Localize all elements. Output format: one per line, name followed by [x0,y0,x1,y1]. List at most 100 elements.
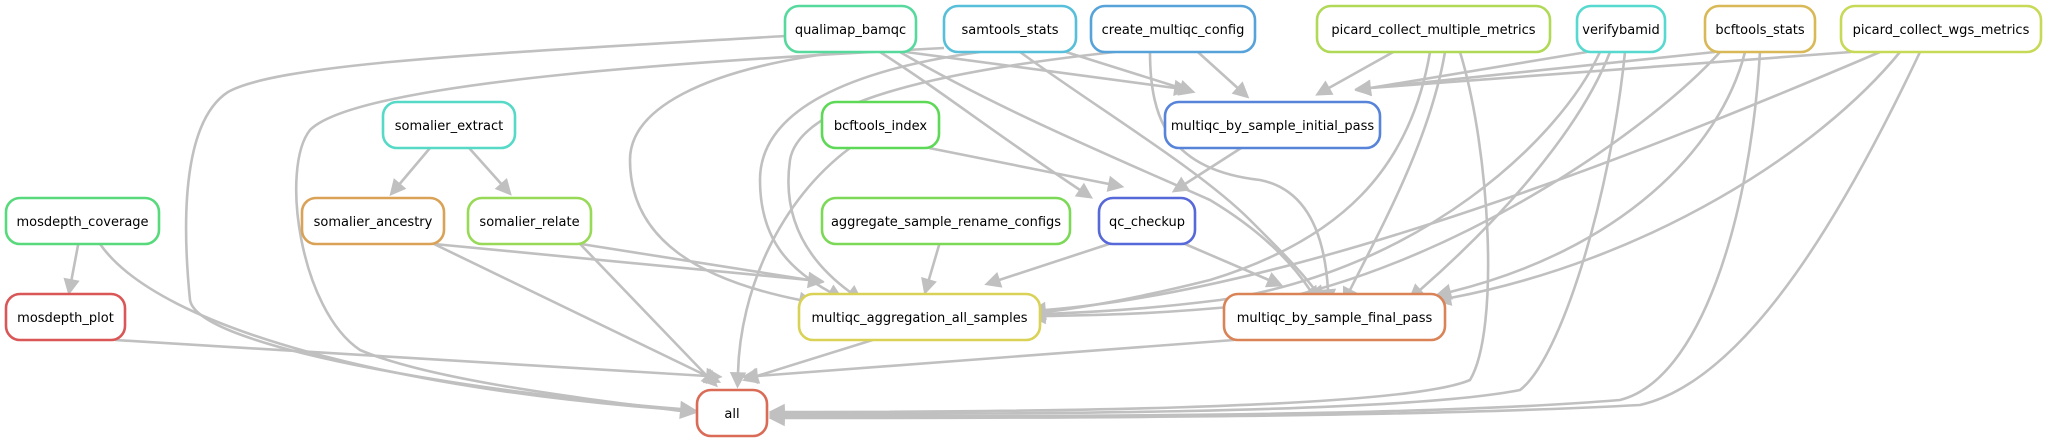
edge-samtools_stats-to-multiqc_aggregation_all_samples [758,50,981,300]
edge-bcftools_stats-to-multiqc_by_sample_initial_pass [1354,50,1716,97]
edge-line [1369,50,1716,90]
node-picard_collect_multiple_metrics[interactable]: picard_collect_multiple_metrics [1315,4,1552,54]
node-box [1315,4,1552,54]
edge-qualimap_bamqc-to-multiqc_by_sample_initial_pass [905,50,1191,97]
edge-somalier_extract-to-somalier_relate [468,147,512,196]
node-label: multiqc_aggregation_all_samples [812,311,1028,326]
node-label: bcftools_stats [1715,23,1805,38]
edge-layer [63,34,1922,427]
node-somalier_relate[interactable]: somalier_relate [466,196,593,246]
node-label: all [724,407,739,422]
edge-bcftools_index-to-all [729,146,851,389]
node-label: create_multiqc_config [1102,23,1245,38]
edge-line [580,242,810,282]
edge-line [70,243,80,281]
edge-line [783,51,1490,414]
edge-line [1044,51,1602,316]
node-label: verifybamid [1582,23,1659,38]
node-label: mosdepth_plot [17,311,114,326]
node-box [783,4,918,54]
edge-line [468,147,503,185]
node-samtools_stats[interactable]: samtools_stats [942,4,1078,54]
edge-line [756,338,1235,378]
edge-picard_collect_wgs_metrics-to-all [768,51,1922,427]
edge-line [783,51,1627,416]
node-aggregate_sample_rename_configs[interactable]: aggregate_sample_rename_configs [820,196,1072,246]
edge-qc_checkup-to-multiqc_by_sample_final_pass [1184,242,1284,288]
node-box [820,196,1072,246]
node-mosdepth_plot[interactable]: mosdepth_plot [4,292,127,342]
node-box [1163,100,1382,150]
edge-line [1449,51,1902,300]
edge-somalier_extract-to-somalier_ancestry [389,147,431,196]
node-box [1839,4,2043,54]
edge-line [1348,51,1447,291]
edge-arrowhead [768,409,785,427]
node-box [1575,4,1667,54]
edge-arrowhead [1074,182,1094,199]
node-label: picard_collect_multiple_metrics [1331,23,1535,38]
edge-line [1044,50,1881,312]
node-somalier_extract[interactable]: somalier_extract [381,100,517,150]
edge-arrowhead [1354,79,1372,97]
edge-line [756,338,874,378]
node-qualimap_bamqc[interactable]: qualimap_bamqc [783,4,918,54]
node-label: aggregate_sample_rename_configs [831,215,1061,230]
node-label: picard_collect_wgs_metrics [1853,23,2030,38]
node-all[interactable]: all [695,388,769,438]
node-box [695,388,769,438]
edge-picard_collect_wgs_metrics-to-multiqc_by_sample_initial_pass [1354,50,1852,97]
node-verifybamid[interactable]: verifybamid [1575,4,1667,54]
node-multiqc_by_sample_initial_pass[interactable]: multiqc_by_sample_initial_pass [1163,100,1382,150]
node-bcftools_stats[interactable]: bcftools_stats [1703,4,1817,54]
node-box [1089,4,1257,54]
edge-arrowhead [679,401,697,419]
node-bcftools_index[interactable]: bcftools_index [820,100,941,150]
edge-line [433,242,708,378]
edge-qc_checkup-to-multiqc_aggregation_all_samples [984,242,1110,288]
node-box [381,100,517,150]
edge-arrowhead [729,371,747,389]
edge-bcftools_stats-to-multiqc_aggregation_all_samples [1029,51,1721,325]
edge-aggregate_sample_rename_configs-to-multiqc_aggregation_all_samples [921,243,941,296]
edge-line [1197,51,1239,89]
edge-line [398,147,431,185]
edge-arrowhead [806,271,825,288]
edge-bcftools_index-to-qc_checkup [928,146,1125,192]
node-box [1097,196,1197,246]
node-mosdepth_coverage[interactable]: mosdepth_coverage [4,196,161,246]
edge-mosdepth_coverage-to-mosdepth_plot [63,243,80,296]
edge-line [998,242,1110,282]
edge-line [1044,51,1721,318]
edge-line [758,50,981,294]
edge-line [1184,242,1270,282]
edge-line [899,50,1312,291]
edge-arrowhead [705,367,723,385]
edge-line [783,51,1762,418]
edge-arrowhead [63,277,80,296]
node-picard_collect_wgs_metrics[interactable]: picard_collect_wgs_metrics [1839,4,2043,54]
edge-line [579,243,708,377]
node-create_multiqc_config[interactable]: create_multiqc_config [1089,4,1257,54]
node-qc_checkup[interactable]: qc_checkup [1097,196,1197,246]
edge-line [1419,51,1612,291]
node-label: somalier_ancestry [314,215,433,230]
edge-arrowhead [1171,176,1191,193]
edge-line [1369,50,1852,90]
edge-arrowhead [1106,175,1125,192]
node-box [1222,292,1447,342]
edge-create_multiqc_config-to-multiqc_by_sample_initial_pass [1197,51,1250,99]
edge-line [928,146,1110,186]
node-multiqc_by_sample_final_pass[interactable]: multiqc_by_sample_final_pass [1222,292,1447,342]
node-multiqc_aggregation_all_samples[interactable]: multiqc_aggregation_all_samples [797,292,1042,342]
node-label: qualimap_bamqc [795,23,906,38]
node-label: somalier_relate [479,215,579,230]
edge-line [1328,50,1394,90]
edge-arrowhead [921,276,937,296]
node-box [820,100,941,150]
edge-mosdepth_plot-to-all [114,338,723,385]
node-label: samtools_stats [962,23,1059,38]
node-box [4,196,161,246]
node-label: bcftools_index [834,119,928,134]
node-somalier_ancestry[interactable]: somalier_ancestry [300,196,446,246]
